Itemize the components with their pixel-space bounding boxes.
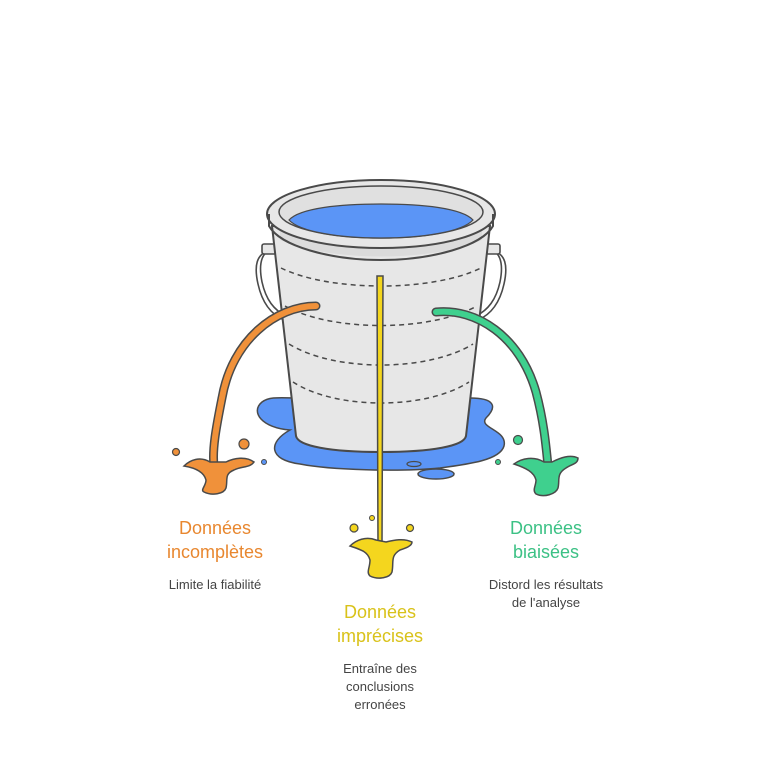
item-description: Entraîne des conclusions erronées [300, 660, 460, 714]
desc-line: Distord les résultats [488, 577, 604, 592]
item-incomplete-data: Données incomplètes Limite la fiabilité [135, 516, 295, 594]
desc-line: Limite la fiabilité [168, 577, 262, 592]
yellow-leak [348, 275, 415, 579]
title-line-1: Données [509, 518, 583, 538]
title-line-2: incomplètes [166, 542, 264, 562]
title-line-1: Données [343, 602, 417, 622]
title-line-2: imprécises [336, 626, 424, 646]
title-line-2: biaisées [512, 542, 580, 562]
item-title: Données incomplètes [135, 516, 295, 564]
title-line-1: Données [178, 518, 252, 538]
bucket-rim [266, 179, 496, 262]
desc-line: Entraîne des [343, 661, 417, 676]
orange-splash-icon [182, 457, 256, 495]
yellow-splash-icon [348, 537, 413, 579]
green-splash-icon [512, 455, 579, 497]
item-title: Données biaisées [455, 516, 637, 564]
desc-line: erronées [354, 697, 406, 712]
orange-leak [171, 301, 321, 495]
item-biased-data: Données biaisées Distord les résultats d… [455, 516, 637, 612]
item-description: Limite la fiabilité [135, 576, 295, 594]
green-leak [431, 307, 579, 497]
item-imprecise-data: Données imprécises Entraîne des conclusi… [300, 600, 460, 714]
desc-line: de l'analyse [511, 595, 581, 610]
desc-line: conclusions [346, 679, 414, 694]
item-description: Distord les résultats de l'analyse [455, 576, 637, 612]
item-title: Données imprécises [300, 600, 460, 648]
bucket-handle [255, 243, 507, 321]
